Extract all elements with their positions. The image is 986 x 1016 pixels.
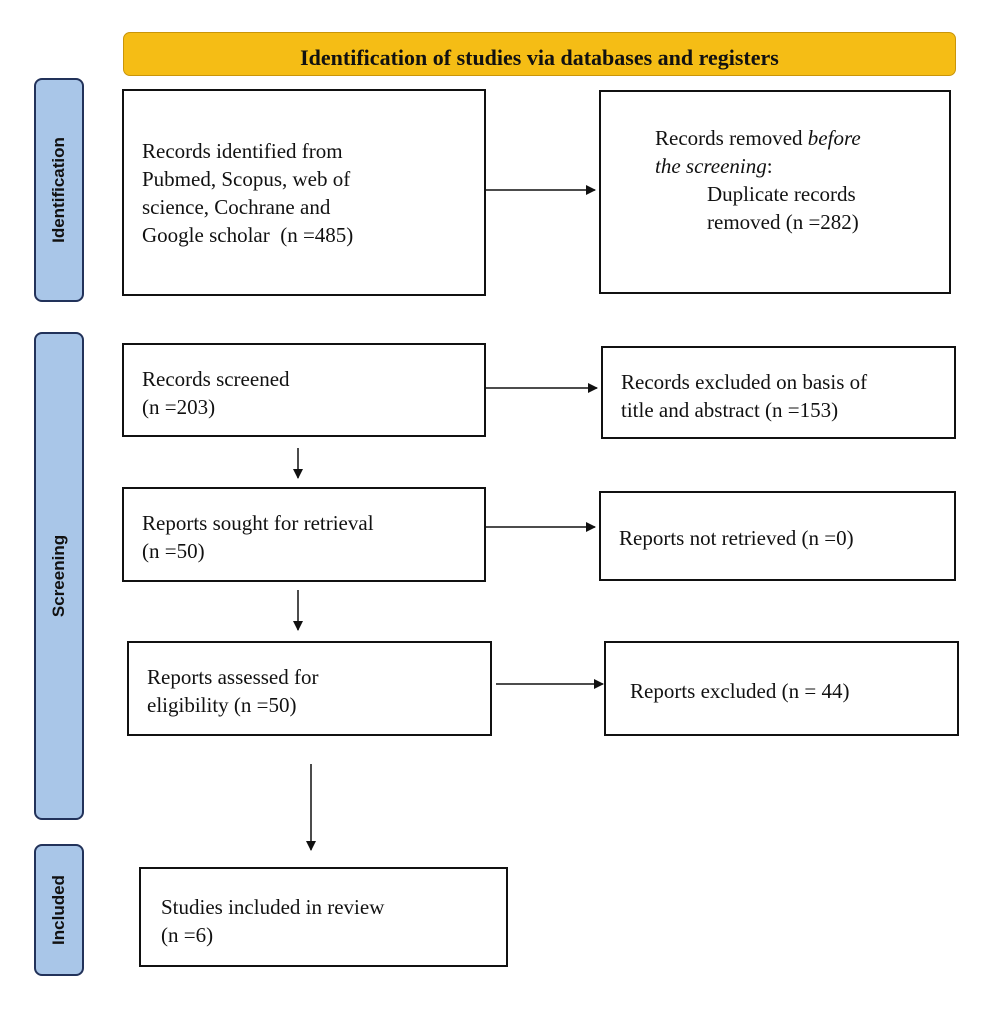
studies-included-line2: (n =6) [161,923,214,947]
reports-sought-line2: (n =50) [142,539,205,563]
records-identified-box: Records identified from Pubmed, Scopus, … [122,89,486,296]
records-excluded-line1: Records excluded on basis of [621,370,868,394]
reports-assessed-line1: Reports assessed for [147,665,319,689]
phase-included: Included [34,844,84,976]
reports-excluded-line1: Reports excluded (n = 44) [630,679,850,703]
records-identified-line1: Records identified from [142,139,343,163]
reports-assessed-box: Reports assessed for eligibility (n =50) [127,641,492,736]
records-excluded-box: Records excluded on basis of title and a… [601,346,956,439]
records-removed-line1: Records removed before [655,124,861,152]
records-identified-line2: Pubmed, Scopus, web of [142,167,351,191]
reports-excluded-box: Reports excluded (n = 44) [604,641,959,736]
records-screened-line2: (n =203) [142,395,216,419]
reports-not-retrieved-line1: Reports not retrieved (n =0) [619,526,854,550]
records-screened-line1: Records screened [142,367,290,391]
phase-screening: Screening [34,332,84,820]
records-removed-line1-italic: before [807,126,861,150]
records-identified-line3: science, Cochrane and [142,195,331,219]
records-removed-box: Records removed before the screening: Du… [599,90,951,294]
reports-sought-box: Reports sought for retrieval (n =50) [122,487,486,582]
reports-not-retrieved-box: Reports not retrieved (n =0) [599,491,956,581]
records-removed-line2: the screening: [655,152,773,180]
reports-assessed-line2: eligibility (n =50) [147,693,297,717]
header-title: Identification of studies via databases … [300,45,779,70]
studies-included-line1: Studies included in review [161,895,385,919]
studies-included-box: Studies included in review (n =6) [139,867,508,967]
records-removed-line2-italic: the screening [655,154,767,178]
phase-identification: Identification [34,78,84,302]
records-screened-box: Records screened (n =203) [122,343,486,437]
records-removed-line1-text: Records removed [655,126,808,150]
header-banner: Identification of studies via databases … [123,32,956,76]
records-identified-line4: Google scholar (n =485) [142,223,354,247]
records-removed-line2-end: : [766,154,773,178]
records-removed-line4: removed (n =282) [707,210,859,234]
reports-sought-line1: Reports sought for retrieval [142,511,374,535]
records-excluded-line2: title and abstract (n =153) [621,398,839,422]
records-removed-line3: Duplicate records [707,182,856,206]
